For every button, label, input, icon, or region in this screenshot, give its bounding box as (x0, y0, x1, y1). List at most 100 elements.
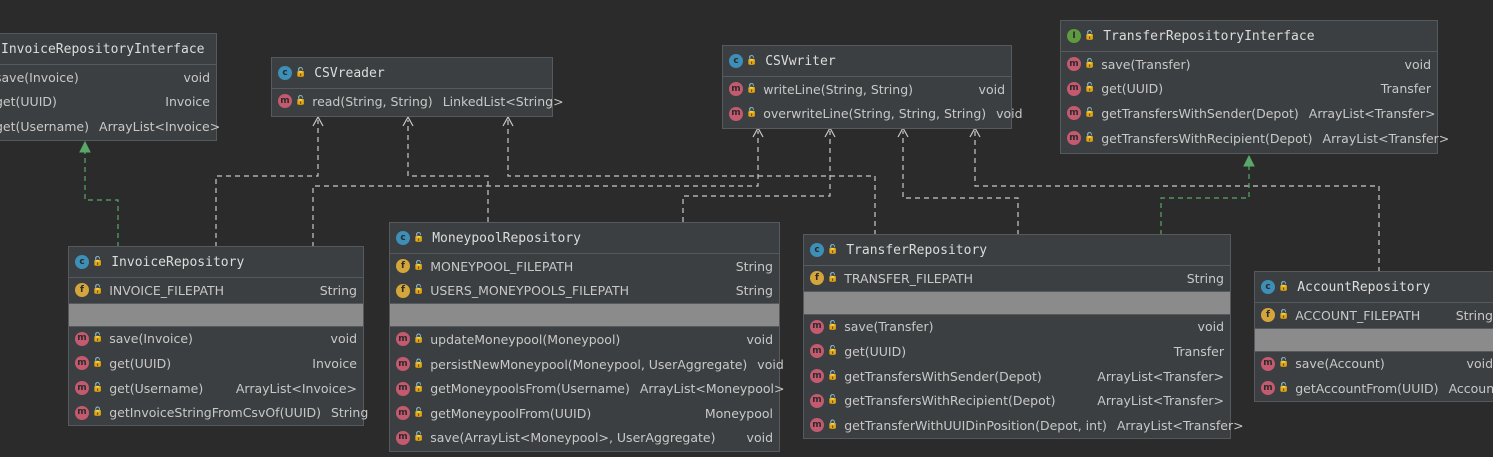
field-type: String (735, 258, 773, 274)
public-lock-icon: 🔓 (746, 55, 758, 66)
method-icon: m (396, 430, 410, 445)
class-name: InvoiceRepository (111, 254, 245, 270)
method-row: m🔓getTransfersWithRecipient(Depot)ArrayL… (804, 388, 1230, 413)
public-lock-icon: 🔓 (413, 383, 425, 394)
method-icon: m (810, 344, 824, 359)
edge-transfer-repository-to-csvreader (507, 120, 876, 235)
public-lock-icon: 🔓 (827, 321, 839, 332)
method-row: m🔓getTransfersWithSender(Depot)ArrayList… (804, 364, 1230, 389)
method-icon: m (396, 357, 410, 372)
method-row: get(Username)ArrayList<Invoice> (0, 114, 220, 139)
field-name: MONEYPOOL_FILEPATH (430, 258, 574, 274)
method-icon: m (810, 369, 824, 384)
field-type: String (1186, 270, 1224, 286)
public-lock-icon: 🔓 (413, 285, 425, 296)
public-lock-icon: 🔓 (295, 67, 307, 78)
transfer-repository-interface-box[interactable]: I 🔓 TransferRepositoryInterface m🔓save(T… (1060, 20, 1449, 154)
public-lock-icon: 🔓 (1084, 30, 1096, 41)
return-type: String (330, 405, 369, 421)
csvreader-box[interactable]: c 🔓 CSVreader m🔓 read(String, String)Lin… (271, 57, 564, 117)
public-lock-icon: 🔓 (413, 260, 425, 271)
method-name: get(UUID) (0, 94, 57, 110)
method-row: m🔓get(UUID)Invoice (69, 351, 363, 376)
public-lock-icon: 🔓 (827, 244, 839, 255)
method-row: m🔓get(Username)ArrayList<Invoice> (69, 376, 363, 401)
account-repository-box[interactable]: c 🔓 AccountRepository f🔓ACCOUNT_FILEPATH… (1254, 271, 1493, 402)
method-name: save(Transfer) (844, 319, 934, 335)
return-type: void (978, 81, 1005, 97)
method-row: m🔓writeLine(String, String)void (723, 77, 1011, 102)
return-type: void (1466, 356, 1493, 372)
edge-invoice-repository-to-csvwriter (312, 131, 759, 247)
method-name: save(Account) (1295, 356, 1385, 372)
method-name: save(Transfer) (1101, 56, 1191, 72)
field-type: String (735, 283, 773, 299)
return-type: Account (1448, 380, 1493, 396)
method-row: m🔓getMoneypoolFrom(UUID)Moneypool (390, 401, 779, 426)
method-name: save(Invoice) (0, 69, 79, 85)
class-header: c 🔓 AccountRepository (1255, 272, 1493, 303)
class-name: TransferRepositoryInterface (1103, 28, 1315, 44)
method-row: m🔒getTransferWithUUIDinPosition(Depot, i… (804, 413, 1244, 438)
public-lock-icon: 🔓 (92, 382, 104, 393)
class-header: c 🔓 TransferRepository (804, 235, 1230, 266)
realization-arrowhead (1243, 154, 1255, 167)
transfer-repository-box[interactable]: c 🔓 TransferRepository f🔓TRANSFER_FILEPA… (803, 234, 1244, 439)
public-lock-icon: 🔓 (413, 432, 425, 443)
public-lock-icon: 🔓 (1278, 382, 1290, 393)
public-lock-icon: 🔓 (827, 370, 839, 381)
return-type: void (996, 106, 1023, 122)
public-lock-icon: 🔓 (1084, 132, 1096, 143)
field-icon: f (396, 283, 410, 298)
method-icon: m (1067, 131, 1081, 146)
edge-moneypool-repository-to-csvwriter (682, 131, 831, 222)
method-icon: m (75, 381, 89, 396)
class-name: CSVwriter (765, 53, 836, 69)
class-header: c 🔓 MoneypoolRepository (390, 223, 779, 254)
class-icon: c (1261, 280, 1275, 294)
method-name: getMoneypoolFrom(UUID) (430, 405, 592, 421)
method-name: overwriteLine(String, String, String) (763, 106, 987, 122)
method-icon: m (75, 331, 89, 346)
method-name: get(Username) (109, 380, 204, 396)
method-name: writeLine(String, String) (763, 81, 914, 97)
private-lock-icon: 🔒 (827, 419, 839, 430)
return-type: ArrayList<Transfer> (1322, 130, 1450, 146)
class-header: c 🔓 CSVreader (272, 58, 552, 89)
edge-transfer-repository-to-csvwriter (902, 131, 1019, 235)
field-type: String (1455, 307, 1493, 323)
method-name: persistNewMoneypool(Moneypool, UserAggre… (430, 356, 748, 372)
csvwriter-box[interactable]: c 🔓 CSVwriter m🔓writeLine(String, String… (722, 45, 1023, 129)
return-type: Invoice (312, 355, 357, 371)
invoice-repository-box[interactable]: c 🔓 InvoiceRepository f🔓INVOICE_FILEPATH… (68, 246, 368, 426)
invoice-repository-interface-box[interactable]: InvoiceRepositoryInterface save(Invoice)… (0, 33, 220, 141)
class-name: MoneypoolRepository (432, 230, 581, 246)
method-name: save(Invoice) (109, 331, 193, 347)
method-row: m🔓save(Transfer)void (804, 315, 1230, 340)
method-row: m🔒getInvoiceStringFromCsvOf(UUID)String (69, 400, 368, 425)
class-icon: c (396, 231, 410, 245)
public-lock-icon: 🔓 (827, 272, 839, 283)
public-lock-icon: 🔓 (827, 395, 839, 406)
public-lock-icon: 🔓 (1084, 107, 1096, 118)
method-row: m🔓save(Invoice)void (69, 327, 363, 352)
public-lock-icon: 🔓 (1278, 309, 1290, 320)
public-lock-icon: 🔓 (1278, 281, 1290, 292)
method-icon: m (1067, 57, 1081, 72)
return-type: ArrayList<Invoice> (99, 118, 221, 134)
method-name: save(ArrayList<Moneypool>, UserAggregate… (430, 430, 716, 446)
class-name: InvoiceRepositoryInterface (1, 41, 205, 57)
method-row: m🔓getAccountFrom(UUID)Account (1255, 376, 1493, 401)
public-lock-icon: 🔓 (746, 108, 758, 119)
method-name: read(String, String) (312, 93, 433, 109)
method-row: m🔓getTransfersWithRecipient(Depot)ArrayL… (1061, 126, 1449, 151)
moneypool-repository-box[interactable]: c 🔓 MoneypoolRepository f🔓MONEYPOOL_FILE… (389, 222, 784, 452)
class-header: c 🔓 CSVwriter (723, 46, 1011, 77)
method-icon: m (396, 381, 410, 396)
class-icon: c (810, 243, 824, 257)
edge-account-repository-to-csvwriter (974, 131, 1380, 272)
method-icon: m (1067, 106, 1081, 121)
field-icon: f (810, 271, 824, 286)
